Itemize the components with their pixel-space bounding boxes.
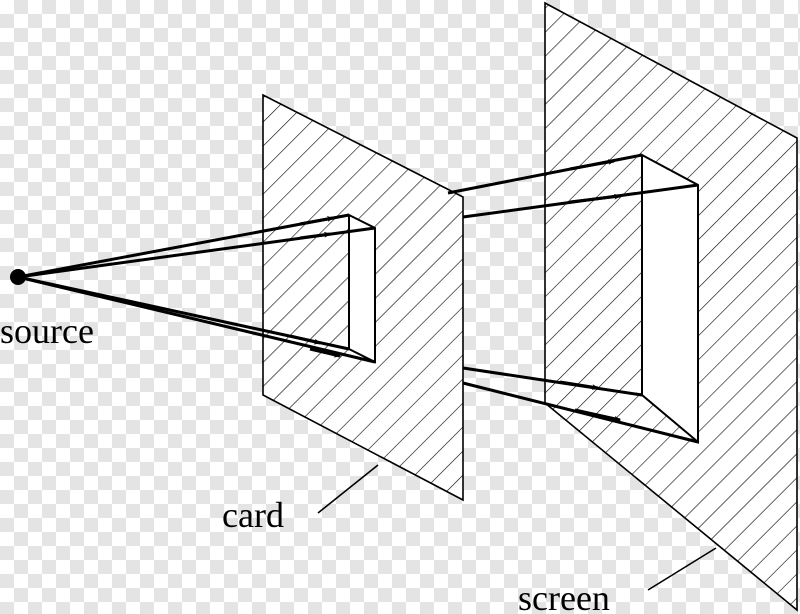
ray-arrow-2: [299, 231, 332, 240]
rays-card-to-screen: [447, 153, 699, 444]
ray-arrow-8: [574, 408, 622, 422]
ray-arrow-6: [569, 193, 622, 204]
source-label: source: [0, 311, 94, 351]
rays-source-to-card: [17, 213, 376, 364]
ray-lower-1: [462, 366, 643, 397]
source-point: [10, 269, 26, 285]
screen-plane: [544, 1, 798, 612]
card-label: card: [222, 495, 284, 535]
ray-arrow-5: [569, 159, 616, 171]
ray-top-outer: [17, 213, 350, 279]
screen-label: screen: [518, 578, 610, 614]
ray-bottom-outer: [17, 275, 376, 364]
ray-arrow-7: [559, 380, 600, 390]
card-aperture: [348, 213, 376, 364]
ray-arrow-3: [289, 334, 322, 345]
ray-arrow-4: [309, 347, 342, 358]
screen-leader-line: [647, 547, 717, 591]
screen-image-window: [641, 153, 699, 445]
card-leader-line: [317, 464, 379, 514]
card-plane: [262, 93, 464, 502]
ray-arrow-1: [299, 216, 335, 226]
